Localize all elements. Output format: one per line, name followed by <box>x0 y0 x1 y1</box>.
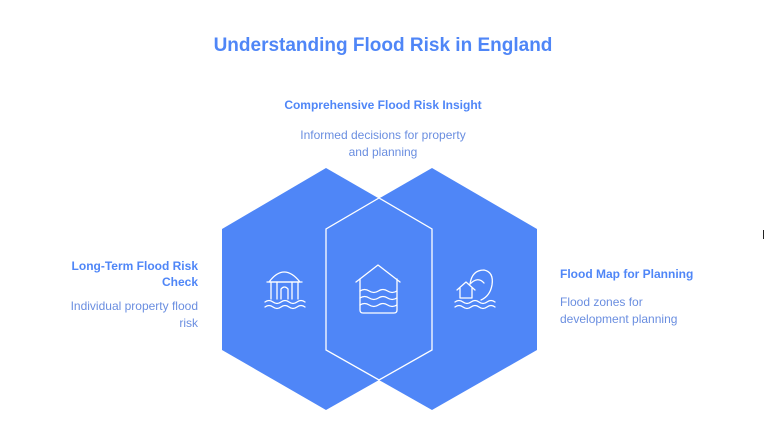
top-description: Informed decisions for property and plan… <box>233 127 533 161</box>
house-flood-icon <box>355 264 401 314</box>
left-desc-line2: risk <box>179 316 198 330</box>
wave-house-icon <box>454 269 496 310</box>
right-description: Flood zones for development planning <box>560 294 750 328</box>
top-desc-line1: Informed decisions for property <box>300 128 466 142</box>
text-cursor-icon <box>763 230 764 239</box>
top-heading: Comprehensive Flood Risk Insight <box>284 98 482 112</box>
left-heading-line2: Check <box>161 275 198 289</box>
left-heading: Long-Term Flood Risk Check <box>40 258 198 290</box>
pavilion-flood-icon <box>264 271 306 310</box>
left-description: Individual property flood risk <box>40 298 198 332</box>
left-heading-line1: Long-Term Flood Risk <box>71 259 198 273</box>
overlap-outline <box>325 197 433 381</box>
right-heading: Flood Map for Planning <box>560 267 694 281</box>
diagram-title: Understanding Flood Risk in England <box>213 35 553 56</box>
top-desc-line2: and planning <box>348 145 418 159</box>
right-desc-line1: Flood zones for <box>560 295 643 309</box>
right-desc-line2: development planning <box>560 312 678 326</box>
left-desc-line1: Individual property flood <box>70 299 198 313</box>
